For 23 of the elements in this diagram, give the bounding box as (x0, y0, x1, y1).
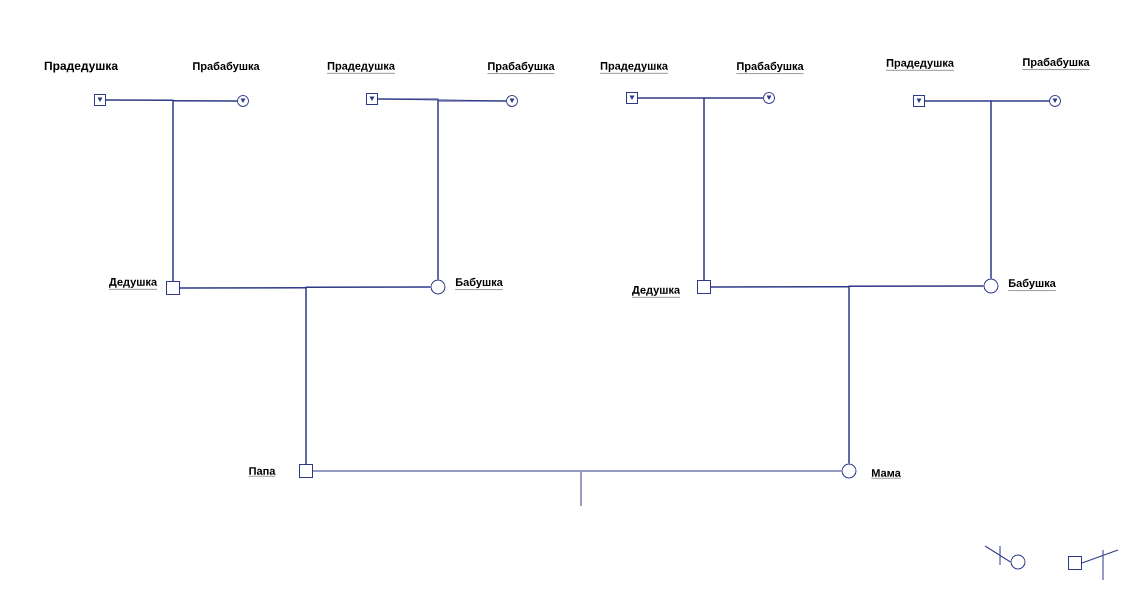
person-square (1068, 556, 1082, 570)
person-name: Дедушка (108, 278, 158, 290)
person-name: Прабабушка (487, 61, 555, 74)
descent-line (437, 100, 507, 280)
descent-line (305, 286, 431, 465)
descent-line (990, 100, 1050, 279)
person-name: Прабабушка (1022, 57, 1090, 70)
descent-line (848, 285, 984, 464)
person-name: Бабушка (455, 277, 503, 290)
person-name: Бабушка (1008, 278, 1056, 291)
person-name: Прадедушка (44, 61, 119, 73)
person-name: Прадедушка (326, 62, 396, 74)
person-circle (1010, 554, 1026, 570)
person-name: Прадедушка (885, 59, 955, 71)
couple-line (312, 470, 842, 472)
person-name: Папа (248, 467, 276, 477)
person-name: Мама (871, 469, 901, 479)
descent-line (172, 100, 238, 282)
person-name: Прадедушка (599, 62, 669, 74)
person-name: Прабабушка (193, 61, 260, 73)
person-name: Прабабушка (736, 61, 804, 74)
descent-line (703, 97, 764, 281)
person-name: Дедушка (631, 286, 681, 298)
